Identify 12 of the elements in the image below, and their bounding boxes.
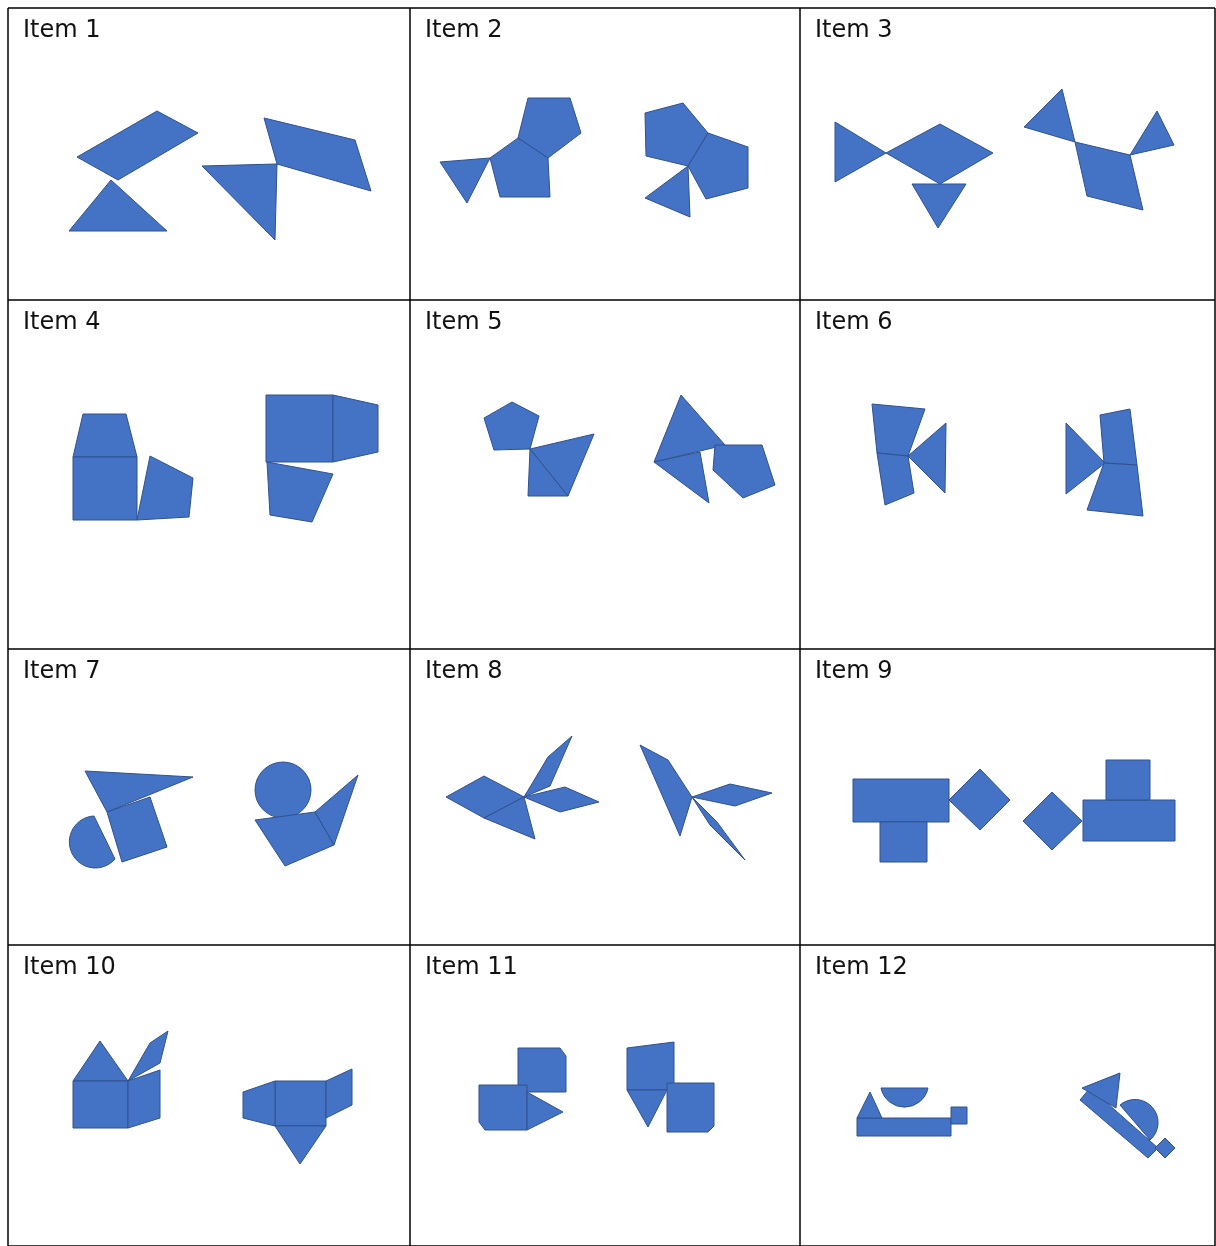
item-label: Item 3 (815, 15, 893, 43)
item-label: Item 10 (23, 952, 116, 980)
item-label: Item 4 (23, 307, 101, 335)
item-label: Item 9 (815, 656, 893, 684)
item-label: Item 2 (425, 15, 503, 43)
item-label: Item 1 (23, 15, 101, 43)
item-label: Item 11 (425, 952, 518, 980)
item-label: Item 7 (23, 656, 101, 684)
item-label: Item 6 (815, 307, 893, 335)
item-label: Item 5 (425, 307, 503, 335)
item-label: Item 12 (815, 952, 908, 980)
item-label: Item 8 (425, 656, 503, 684)
